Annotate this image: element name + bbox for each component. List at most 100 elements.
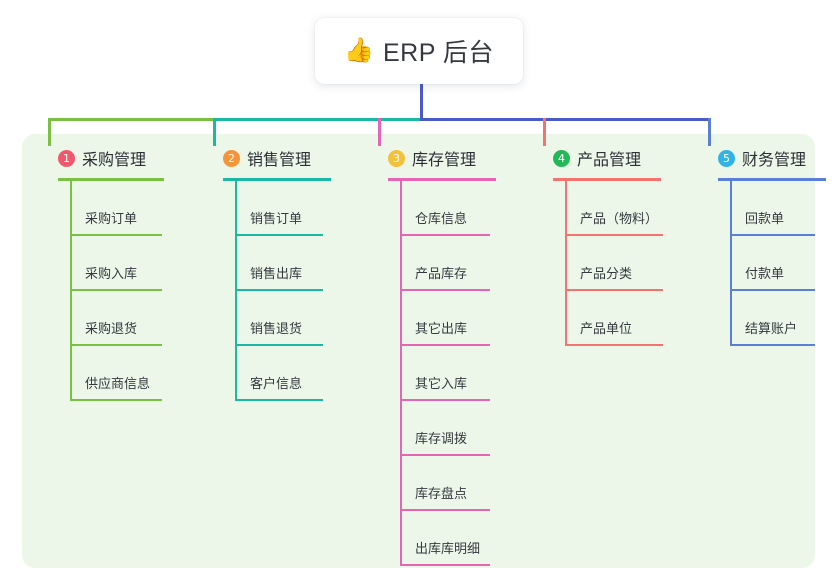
thumbs-up-icon: 👍 bbox=[344, 37, 374, 64]
list-item-underline bbox=[400, 454, 490, 456]
list-item-underline bbox=[400, 344, 490, 346]
column-title: 产品管理 bbox=[577, 152, 642, 169]
column-spine-line bbox=[70, 181, 72, 401]
list-item[interactable]: 销售订单 bbox=[205, 181, 331, 236]
list-item-label: 产品分类 bbox=[580, 266, 633, 281]
column-库存管理: 3 库存管理仓库信息产品库存其它出库其它入库库存调拨库存盘点出库库明细 bbox=[370, 146, 496, 566]
list-item-label: 回款单 bbox=[745, 211, 785, 226]
list-item-label: 产品（物料） bbox=[580, 211, 659, 226]
list-item-label: 其它出库 bbox=[415, 321, 468, 336]
column-title: 财务管理 bbox=[742, 152, 807, 169]
column-header-5[interactable]: 5 财务管理 bbox=[700, 146, 826, 170]
list-item-underline bbox=[70, 234, 162, 236]
list-item-label: 采购入库 bbox=[85, 266, 138, 281]
list-item[interactable]: 仓库信息 bbox=[370, 181, 496, 236]
column-title: 库存管理 bbox=[412, 152, 477, 169]
drop-line-5 bbox=[708, 118, 711, 146]
bus-segment-indigo bbox=[420, 118, 711, 121]
list-item-underline bbox=[235, 234, 323, 236]
list-item-underline bbox=[565, 344, 663, 346]
column-销售管理: 2 销售管理销售订单销售出库销售退货客户信息 bbox=[205, 146, 331, 401]
list-item[interactable]: 产品（物料） bbox=[535, 181, 663, 236]
list-item-label: 采购退货 bbox=[85, 321, 138, 336]
column-title: 销售管理 bbox=[247, 152, 312, 169]
column-header-3[interactable]: 3 库存管理 bbox=[370, 146, 496, 170]
list-item[interactable]: 结算账户 bbox=[700, 291, 826, 346]
column-spine-line bbox=[565, 181, 567, 346]
list-item-label: 产品单位 bbox=[580, 321, 633, 336]
column-items: 仓库信息产品库存其它出库其它入库库存调拨库存盘点出库库明细 bbox=[370, 181, 496, 566]
drop-line-3 bbox=[378, 118, 381, 146]
column-采购管理: 1 采购管理采购订单采购入库采购退货供应商信息 bbox=[40, 146, 164, 401]
list-item[interactable]: 出库库明细 bbox=[370, 511, 496, 566]
number-badge-icon: 2 bbox=[223, 149, 240, 167]
list-item[interactable]: 库存调拨 bbox=[370, 401, 496, 456]
column-underline bbox=[58, 178, 164, 181]
list-item[interactable]: 付款单 bbox=[700, 236, 826, 291]
list-item[interactable]: 库存盘点 bbox=[370, 456, 496, 511]
drop-line-1 bbox=[48, 118, 51, 146]
number-badge-icon: 3 bbox=[388, 149, 405, 167]
list-item[interactable]: 产品单位 bbox=[535, 291, 663, 346]
list-item-label: 库存调拨 bbox=[415, 431, 468, 446]
list-item-label: 结算账户 bbox=[745, 321, 798, 336]
list-item[interactable]: 产品库存 bbox=[370, 236, 496, 291]
column-items: 产品（物料） 产品分类产品单位 bbox=[535, 181, 663, 346]
number-badge-icon: 5 bbox=[718, 149, 735, 167]
list-item[interactable]: 客户信息 bbox=[205, 346, 331, 401]
column-items: 销售订单销售出库销售退货客户信息 bbox=[205, 181, 331, 401]
number-badge-icon: 1 bbox=[58, 149, 75, 167]
list-item[interactable]: 采购入库 bbox=[40, 236, 164, 291]
list-item-label: 库存盘点 bbox=[415, 486, 468, 501]
root-node-card[interactable]: 👍 ERP 后台 bbox=[315, 18, 523, 84]
list-item-underline bbox=[565, 234, 663, 236]
list-item[interactable]: 其它入库 bbox=[370, 346, 496, 401]
root-node-content: 👍 ERP 后台 bbox=[344, 33, 494, 69]
list-item[interactable]: 供应商信息 bbox=[40, 346, 164, 401]
column-header-2[interactable]: 2 销售管理 bbox=[205, 146, 331, 170]
column-财务管理: 5 财务管理回款单付款单结算账户 bbox=[700, 146, 826, 346]
list-item[interactable]: 回款单 bbox=[700, 181, 826, 236]
column-underline bbox=[223, 178, 331, 181]
list-item-underline bbox=[70, 399, 162, 401]
list-item-underline bbox=[235, 289, 323, 291]
list-item-label: 出库库明细 bbox=[415, 541, 481, 556]
column-title: 采购管理 bbox=[82, 152, 147, 169]
root-node-title: ERP 后台 bbox=[382, 39, 494, 67]
list-item[interactable]: 其它出库 bbox=[370, 291, 496, 346]
column-产品管理: 4 产品管理产品（物料） 产品分类产品单位 bbox=[535, 146, 663, 346]
list-item[interactable]: 销售出库 bbox=[205, 236, 331, 291]
bus-segment-teal bbox=[213, 118, 423, 121]
list-item-label: 销售出库 bbox=[250, 266, 303, 281]
list-item-underline bbox=[235, 344, 323, 346]
column-header-1[interactable]: 1 采购管理 bbox=[40, 146, 164, 170]
column-underline bbox=[553, 178, 661, 181]
column-header-4[interactable]: 4 产品管理 bbox=[535, 146, 661, 170]
list-item-underline bbox=[400, 234, 490, 236]
list-item[interactable]: 采购订单 bbox=[40, 181, 164, 236]
list-item-label: 客户信息 bbox=[250, 376, 303, 391]
column-items: 采购订单采购入库采购退货供应商信息 bbox=[40, 181, 164, 401]
column-spine-line bbox=[400, 181, 402, 566]
column-items: 回款单付款单结算账户 bbox=[700, 181, 826, 346]
list-item-underline bbox=[730, 344, 815, 346]
number-badge-icon: 4 bbox=[553, 149, 570, 167]
list-item[interactable]: 产品分类 bbox=[535, 236, 663, 291]
diagram-panel bbox=[22, 134, 815, 568]
list-item-underline bbox=[235, 399, 323, 401]
list-item-label: 采购订单 bbox=[85, 211, 138, 226]
list-item-underline bbox=[730, 234, 815, 236]
column-spine-line bbox=[235, 181, 237, 401]
list-item-label: 销售退货 bbox=[250, 321, 303, 336]
list-item-underline bbox=[565, 289, 663, 291]
list-item-underline bbox=[400, 399, 490, 401]
list-item-underline bbox=[730, 289, 815, 291]
list-item[interactable]: 销售退货 bbox=[205, 291, 331, 346]
list-item-underline bbox=[70, 344, 162, 346]
column-spine-line bbox=[730, 181, 732, 346]
list-item-underline bbox=[400, 509, 490, 511]
column-underline bbox=[718, 178, 826, 181]
list-item-underline bbox=[70, 289, 162, 291]
root-stem-line bbox=[420, 84, 423, 121]
list-item[interactable]: 采购退货 bbox=[40, 291, 164, 346]
